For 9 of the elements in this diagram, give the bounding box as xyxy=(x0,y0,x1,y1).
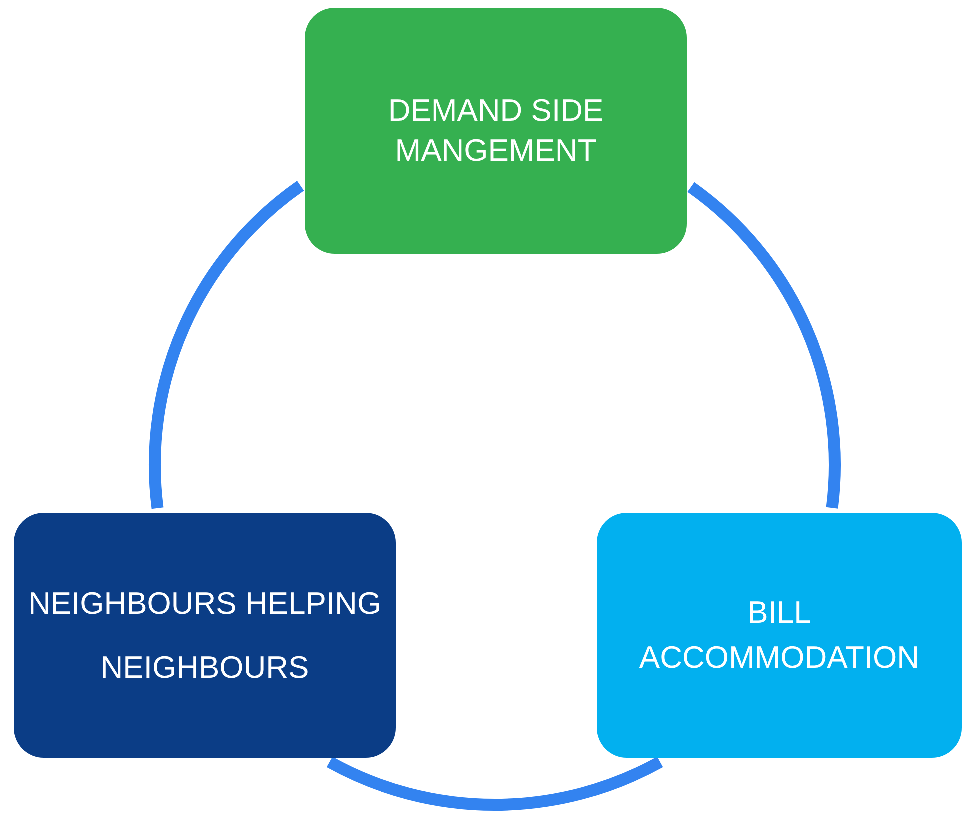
box-label: NEIGHBOURS HELPING NEIGHBOURS xyxy=(28,584,382,686)
process-box xyxy=(14,513,396,758)
process-box xyxy=(597,513,962,758)
connector-arc xyxy=(149,181,304,509)
connector-arc xyxy=(327,756,663,811)
box-label: BILL ACCOMMODATION xyxy=(638,594,921,676)
process-box xyxy=(305,8,687,254)
connector-arc xyxy=(687,182,841,509)
box-label: DEMAND SIDE MANGEMENT xyxy=(387,92,605,170)
